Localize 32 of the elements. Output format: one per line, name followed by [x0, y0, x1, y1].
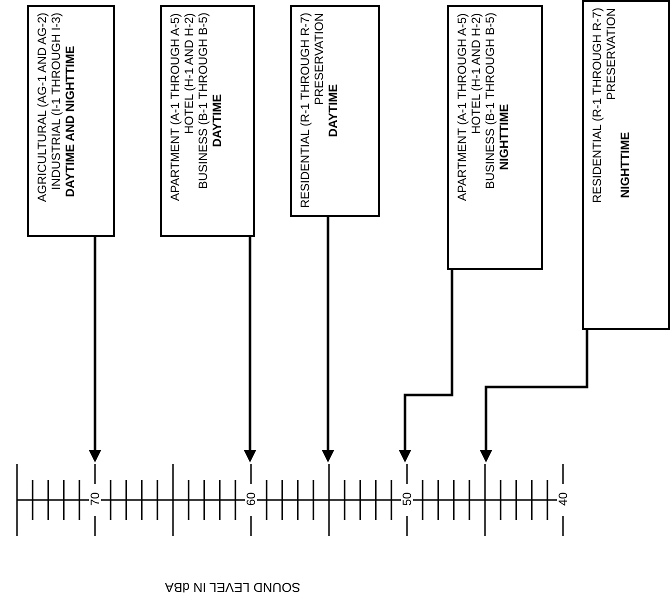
zone-text: BUSINESS (B-1 THROUGH B-5) [483, 13, 497, 192]
zone-text: APARTMENT (A-1 THROUGH A-5) [168, 13, 182, 203]
zone-text: PRESERVATION [604, 8, 618, 102]
zone-text: APARTMENT (A-1 THROUGH A-5) [455, 13, 469, 203]
zone-box [447, 5, 543, 270]
arrow [398, 270, 454, 462]
zone-box [290, 5, 380, 217]
time-period-text: NIGHTTIME [618, 131, 632, 200]
time-period-text: DAYTIME [210, 94, 224, 150]
zone-text: AGRICULTURAL (AG-1 AND AG-2) [35, 13, 49, 204]
zone-text: INDUSTRIAL (I-1 THROUGH I-3) [49, 13, 63, 192]
scale-value: 40 [556, 491, 570, 508]
zone-text: PRESERVATION [312, 13, 326, 108]
arrow [244, 237, 256, 462]
time-period-text: DAYTIME AND NIGHTTIME [63, 44, 77, 199]
time-period-text: DAYTIME [326, 84, 340, 140]
time-period-text: NIGHTTIME [497, 104, 511, 172]
scale-value: 50 [400, 491, 414, 508]
zone-text: BUSINESS (B-1 THROUGH B-5) [196, 13, 210, 192]
zone-box [582, 0, 670, 330]
zone-text: RESIDENTIAL (R-1 THROUGH R-7) [298, 13, 312, 209]
arrow [88, 237, 102, 462]
zone-box [160, 5, 255, 237]
arrow [480, 330, 588, 462]
axis-title: SOUND LEVEL IN dBA [165, 580, 300, 595]
scale-value: 60 [244, 491, 258, 508]
zone-text: HOTEL (H-1 AND H-2) [182, 13, 196, 136]
zone-text: RESIDENTIAL (R-1 THROUGH R-7) [590, 8, 604, 206]
arrow [322, 217, 334, 462]
zone-box [27, 5, 115, 237]
scale-value: 70 [88, 491, 102, 508]
zone-text: HOTEL (H-1 AND H-2) [469, 13, 483, 136]
